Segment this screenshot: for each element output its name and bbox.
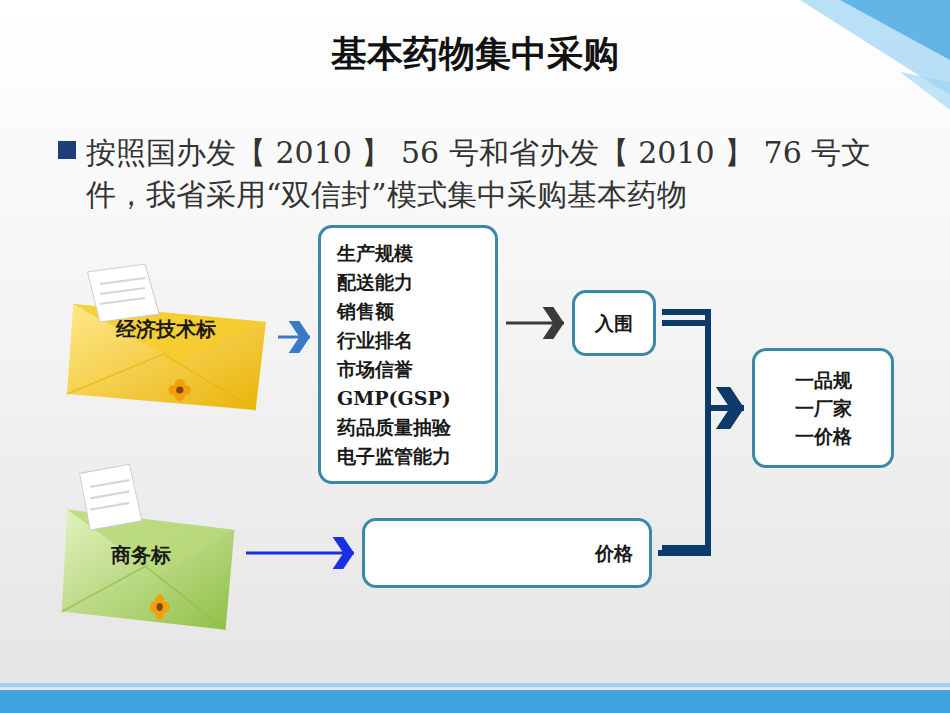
node-text: 商务标 [111, 542, 171, 568]
connector-arrow [662, 323, 744, 408]
envelope-label: 商务标 [111, 542, 171, 568]
node-text: 经济技术标 [116, 316, 216, 342]
envelope-label: 经济技术标 [116, 316, 216, 342]
paper-line [100, 278, 145, 284]
node-text: 一品规 [795, 366, 852, 394]
corner-stripe [840, 0, 950, 60]
node-text: 配送能力 [337, 268, 413, 297]
envelope-body [62, 510, 235, 630]
flower-center [157, 603, 163, 611]
merge-bracket [662, 312, 708, 548]
footer-bar [0, 690, 950, 713]
node-text: 一价格 [795, 422, 852, 450]
paper-line [100, 288, 145, 294]
node-text: 行业排名 [337, 326, 413, 355]
connector-arrow [506, 322, 564, 325]
bullet-text: 按照国办发【 2010 】 56 号和省办发【 2010 】 76 号文件，我省… [86, 132, 906, 216]
bullet-square [58, 141, 76, 159]
envelope: 经济技术标 [65, 262, 270, 412]
node-text: 入围 [595, 310, 633, 336]
paper-line [90, 503, 129, 510]
paper-sheet [88, 264, 160, 322]
node-text: GMP(GSP) [337, 384, 451, 413]
paper-line [90, 480, 129, 487]
connector-arrow [278, 336, 310, 339]
flower-center [176, 387, 183, 394]
process-box: 价格 [362, 518, 652, 588]
node-text: 市场信誉 [337, 355, 413, 384]
node-text: 一厂家 [795, 394, 852, 422]
slide-title: 基本药物集中采购 [0, 30, 950, 79]
connector-arrow [658, 408, 744, 553]
envelope-body [67, 304, 266, 410]
node-text: 药品质量抽验 [337, 413, 451, 442]
paper-sheet [80, 464, 142, 530]
process-box: 一品规一厂家一价格 [752, 348, 894, 468]
process-box: 入围 [572, 290, 656, 356]
node-text: 销售额 [337, 297, 394, 326]
envelope-fold [67, 354, 256, 410]
corner-stripe [900, 72, 950, 110]
paper-line [100, 298, 145, 304]
node-text: 价格 [595, 540, 633, 566]
envelope: 商务标 [60, 462, 238, 632]
connector-arrow [246, 552, 354, 555]
process-box: 生产规模配送能力销售额行业排名市场信誉GMP(GSP)药品质量抽验电子监管能力 [318, 225, 498, 484]
envelope-fold [62, 566, 226, 629]
paper-line [90, 491, 129, 498]
node-text: 生产规模 [337, 239, 413, 268]
node-text: 电子监管能力 [337, 442, 451, 471]
footer-line [0, 683, 950, 687]
